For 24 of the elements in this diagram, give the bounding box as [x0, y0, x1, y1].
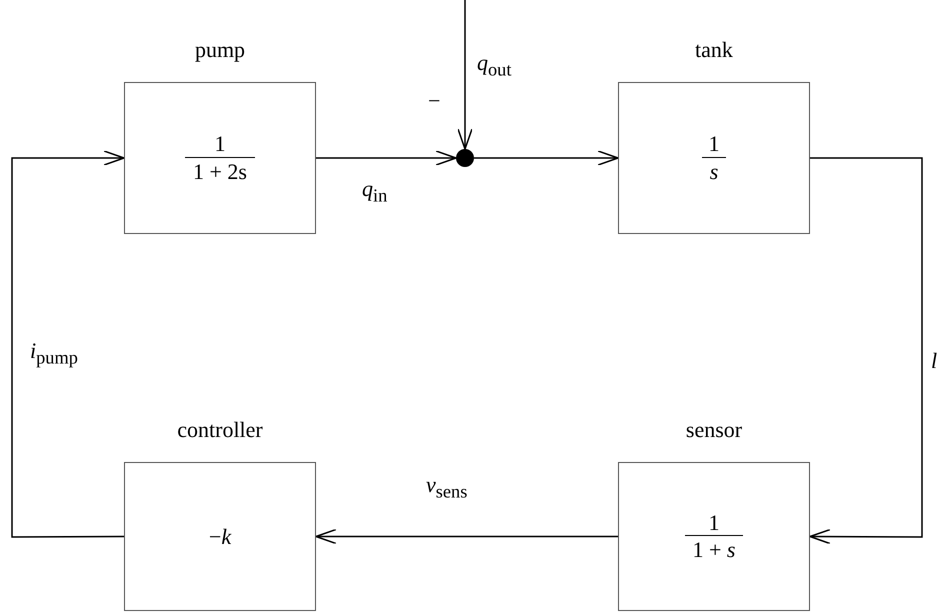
block-title: sensor: [684, 417, 744, 443]
sign-label: −: [428, 90, 440, 112]
signal-label: l: [931, 350, 938, 372]
denominator: s: [702, 156, 726, 184]
arrow: [11, 150, 125, 538]
signal-label: q$_{out}$: [477, 52, 512, 79]
summing-junction: [456, 149, 474, 167]
numerator: 1: [708, 132, 720, 156]
block-title: controller: [176, 417, 264, 443]
signal-label: q$_{in}$: [362, 178, 388, 205]
arrow: [457, 0, 473, 150]
block-title: pump: [194, 37, 246, 63]
denominator: 1 + s: [684, 535, 744, 562]
gain-text: −k: [208, 524, 232, 550]
arrow: [315, 528, 618, 544]
arrow: [474, 150, 619, 166]
numerator: 1: [708, 510, 720, 535]
block-title: tank: [694, 37, 734, 63]
arrow: [809, 157, 923, 544]
signal-label: v$_{sens}$: [426, 474, 468, 501]
arrow: [316, 150, 457, 166]
numerator: 1: [214, 132, 226, 156]
signal-label: i$_{pump}$: [30, 340, 78, 367]
denominator: 1 + 2s: [185, 156, 255, 184]
